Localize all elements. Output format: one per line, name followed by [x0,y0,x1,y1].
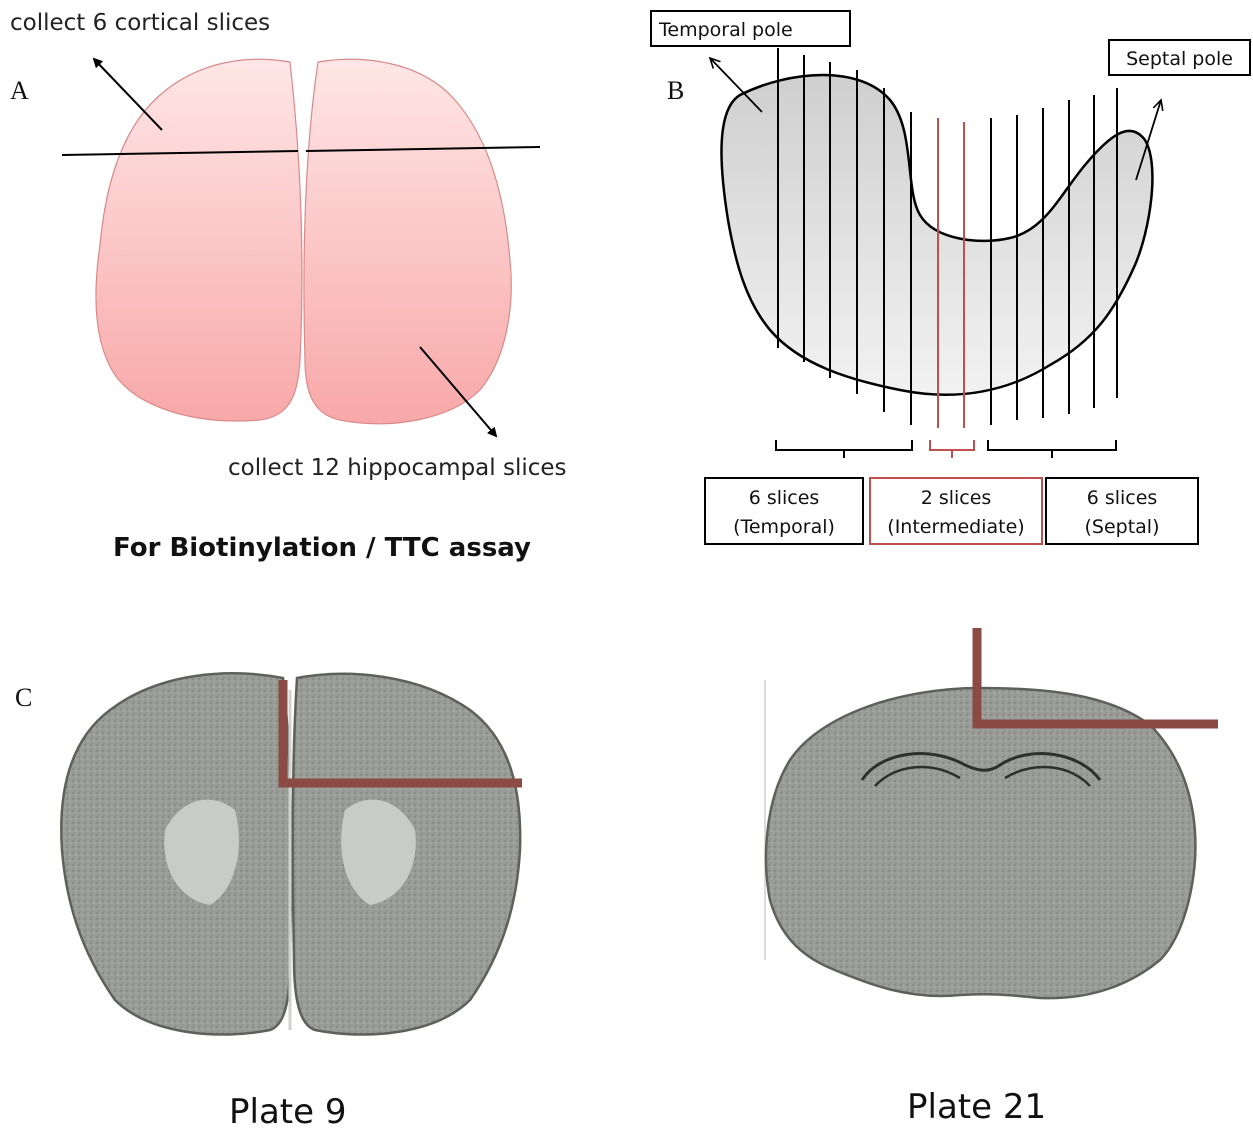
septal-group-box: 6 slices (Septal) [1045,477,1199,545]
septal-pole-label: Septal pole [1110,48,1249,70]
panel-b-letter: B [667,76,684,106]
septal-pole-box: Septal pole [1108,39,1251,76]
plate-21-section-outline [766,688,1195,998]
temporal-pole-box: Temporal pole [650,10,851,47]
septal-bracket [988,440,1116,458]
plate-21-section [765,628,1218,998]
intermediate-bracket [930,440,974,458]
intermediate-group-box: 2 slices (Intermediate) [869,477,1043,545]
plate-9-section [61,673,522,1034]
hippocampal-slices-note: collect 12 hippocampal slices [228,455,567,481]
intermediate-group-region: (Intermediate) [871,516,1041,538]
hippocampus-shape [721,75,1152,395]
temporal-group-box: 6 slices (Temporal) [704,477,864,545]
septal-group-region: (Septal) [1047,516,1197,538]
panel-c-letter: C [15,683,32,713]
panel-a-title: For Biotinylation / TTC assay [113,533,531,563]
plate-21-label: Plate 21 [907,1087,1046,1127]
plate-9-label: Plate 9 [229,1092,346,1132]
temporal-group-count: 6 slices [706,487,862,509]
temporal-group-region: (Temporal) [706,516,862,538]
septal-group-count: 6 slices [1047,487,1197,509]
brain-top-view [62,59,540,436]
intermediate-group-count: 2 slices [871,487,1041,509]
left-hemisphere [96,59,302,421]
temporal-bracket [776,440,912,458]
hippocampus-diagram [710,48,1161,458]
right-hemisphere [304,59,511,423]
cortical-arrow [94,59,162,130]
temporal-pole-label: Temporal pole [659,19,849,41]
